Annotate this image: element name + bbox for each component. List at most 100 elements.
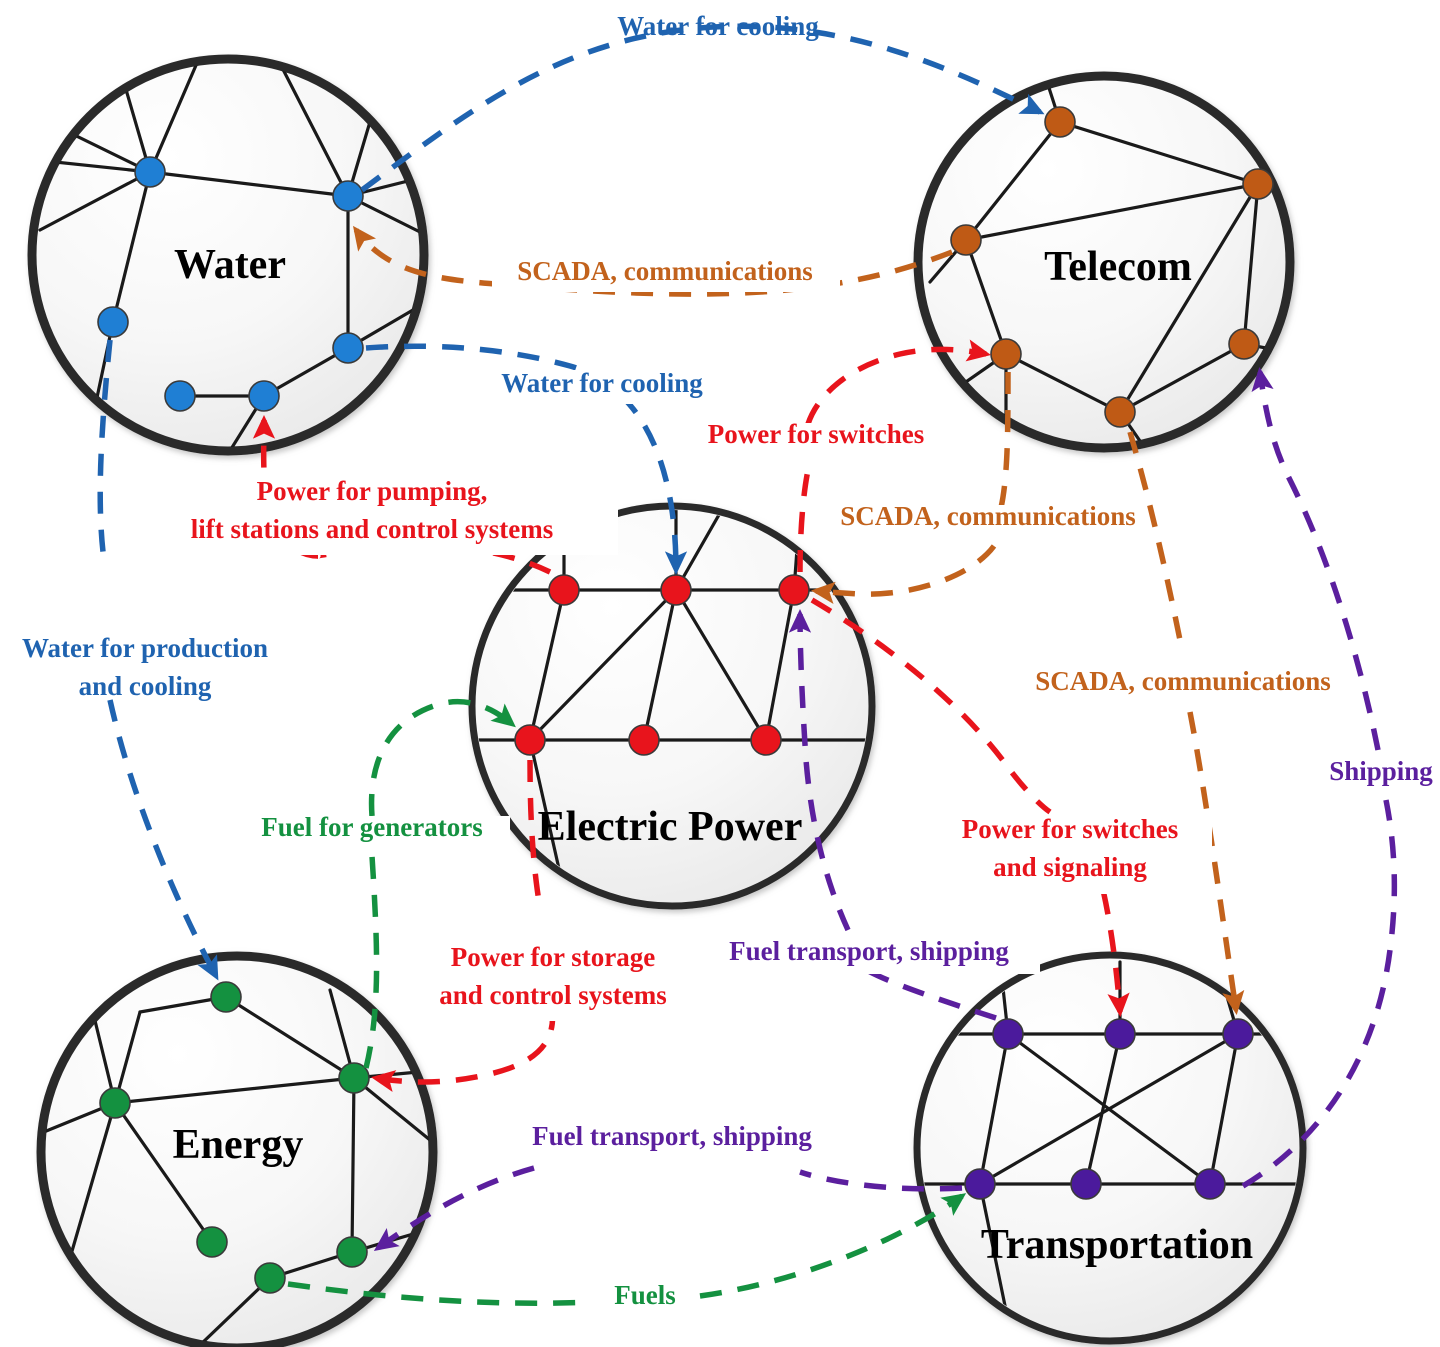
flow-line — [287, 1281, 591, 1306]
power-node — [628, 724, 660, 756]
flow-scada-telecom-water[interactable]: SCADA, communications — [352, 225, 954, 297]
flow-scada-telecom-transport[interactable]: SCADA, communications — [1005, 431, 1361, 1016]
flow-power-pumping-water[interactable]: Power for pumping, lift stations and con… — [130, 414, 618, 575]
label-backdrop — [686, 423, 948, 457]
transport-node — [992, 1018, 1024, 1050]
label-backdrop — [492, 258, 840, 292]
sector-transportation[interactable]: Transportation — [913, 951, 1307, 1345]
water-node — [134, 156, 166, 188]
sector-energy[interactable]: Energy — [34, 951, 440, 1347]
water-node — [97, 306, 129, 338]
energy-node — [336, 1236, 368, 1268]
label-backdrop — [930, 818, 1212, 894]
transport-node — [1104, 1018, 1136, 1050]
telecom-node — [1242, 168, 1274, 200]
power-node — [514, 724, 546, 756]
energy-node — [210, 981, 242, 1013]
flow-water-cooling-power[interactable]: Water for cooling — [365, 343, 738, 576]
sector-label-water: Water — [174, 242, 286, 288]
flow-label: Power for switches — [708, 419, 924, 449]
power-node — [778, 574, 810, 606]
label-backdrop — [240, 816, 510, 850]
telecom-node — [990, 338, 1022, 370]
flow-line — [799, 1169, 963, 1192]
flow-line — [810, 597, 1052, 815]
sector-telecom[interactable]: Telecom — [913, 60, 1300, 470]
flow-line — [97, 339, 113, 561]
flow-power-switches-telecom[interactable]: Power for switches — [686, 339, 991, 573]
energy-circle-fill — [36, 951, 438, 1347]
label-backdrop — [812, 505, 1164, 539]
flow-label: SCADA, communications — [517, 256, 813, 286]
flow-water-production-energy[interactable]: Water for production and cooling — [22, 339, 268, 981]
energy-node — [99, 1087, 131, 1119]
flow-line — [805, 339, 991, 425]
flow-label: Water for cooling — [617, 11, 819, 41]
flow-label-line2: and control systems — [439, 980, 667, 1010]
flow-label: Shipping — [1329, 756, 1433, 786]
flow-label: SCADA, communications — [840, 501, 1136, 531]
energy-node — [338, 1062, 370, 1094]
power-node — [548, 574, 580, 606]
flow-line — [1241, 799, 1398, 1189]
transport-node — [1070, 1168, 1102, 1200]
label-backdrop — [500, 1125, 844, 1159]
flow-shipping-transport-telecom[interactable]: Shipping — [1241, 366, 1440, 1189]
flow-label-line2: and cooling — [79, 671, 212, 701]
flow-line — [797, 469, 811, 573]
flow-label-line1: Power for storage — [451, 942, 655, 972]
label-backdrop — [1316, 760, 1440, 794]
label-backdrop — [604, 1285, 686, 1319]
flow-label-line2: lift stations and control systems — [191, 514, 554, 544]
flow-label-line1: Water for production — [22, 633, 268, 663]
flow-label-line2: and signaling — [993, 852, 1147, 882]
sector-label-telecom: Telecom — [1044, 244, 1192, 290]
flow-power-storage-energy[interactable]: Power for storage and control systems — [371, 759, 700, 1093]
sector-water[interactable]: Water — [27, 48, 430, 470]
flow-line — [360, 23, 1045, 193]
power-node — [660, 574, 692, 606]
flow-line — [810, 544, 997, 604]
energy-node — [254, 1262, 286, 1294]
flow-line — [363, 855, 380, 1069]
flow-fuel-transport-power[interactable]: Fuel transport, shipping — [700, 608, 1040, 1021]
label-backdrop — [410, 945, 700, 1021]
flow-label: Water for cooling — [501, 368, 703, 398]
label-backdrop — [130, 475, 618, 555]
flow-fuel-generators[interactable]: Fuel for generators — [240, 698, 516, 1069]
sector-label-energy: Energy — [173, 1122, 304, 1168]
flow-label: Fuel for generators — [261, 812, 482, 842]
water-node — [248, 380, 280, 412]
water-node — [164, 380, 196, 412]
flow-fuels-energy-transport[interactable]: Fuels — [287, 1193, 967, 1319]
flow-line — [1127, 431, 1185, 651]
flow-line — [352, 225, 954, 297]
flow-water-cooling-telecom[interactable]: Water for cooling — [360, 11, 1045, 193]
water-node — [332, 180, 364, 212]
flow-line — [788, 608, 851, 932]
telecom-node — [1228, 328, 1260, 360]
transport-node — [964, 1168, 996, 1200]
flow-power-switches-signaling[interactable]: Power for switches and signaling — [810, 597, 1212, 1018]
sector-electric-power[interactable]: Electric Power — [468, 502, 876, 910]
sector-label-electric-power: Electric Power — [538, 804, 803, 850]
transport-node — [1222, 1018, 1254, 1050]
label-backdrop — [466, 370, 738, 404]
flow-line — [997, 371, 1011, 513]
sector-label-transportation: Transportation — [981, 1222, 1253, 1268]
telecom-node — [950, 224, 982, 256]
power-node — [750, 724, 782, 756]
flow-line — [107, 699, 219, 981]
flow-label: Fuel transport, shipping — [729, 936, 1009, 966]
flow-label-line1: Power for switches — [962, 814, 1178, 844]
flow-label: Fuels — [614, 1280, 676, 1310]
flow-line — [373, 1165, 535, 1251]
flow-line — [365, 343, 688, 576]
flow-fuel-transport-energy[interactable]: Fuel transport, shipping — [373, 1121, 963, 1251]
label-backdrop — [700, 940, 1040, 974]
flow-scada-telecom-power[interactable]: SCADA, communications — [810, 371, 1164, 604]
telecom-node — [1044, 106, 1076, 138]
water-circle-fill — [27, 54, 429, 456]
